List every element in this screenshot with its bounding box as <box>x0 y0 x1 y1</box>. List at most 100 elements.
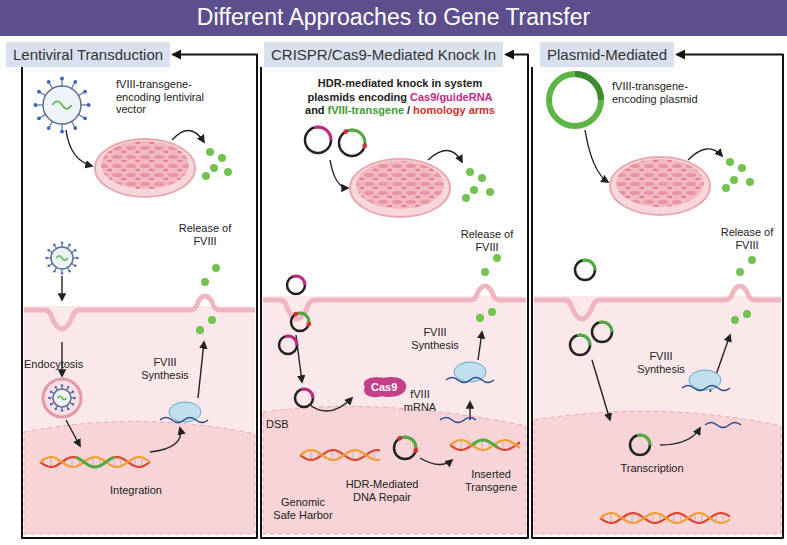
illustration-shape <box>51 457 52 467</box>
panel-frame-arrow <box>532 55 783 539</box>
illustration-shape <box>24 296 255 329</box>
illustration-shape <box>478 332 482 360</box>
illustration-shape <box>43 379 81 417</box>
colored-label: plasmids encoding <box>307 91 407 103</box>
illustration-shape <box>279 126 651 459</box>
diagram-label: Genomic Safe Harbor <box>270 496 336 521</box>
illustration-shape <box>55 408 57 410</box>
illustration-shape <box>374 450 375 459</box>
illustration-shape <box>343 129 348 134</box>
illustration-shape <box>48 397 50 399</box>
illustration-shape <box>300 450 380 460</box>
illustration-shape <box>488 308 496 316</box>
illustration-shape <box>356 161 444 209</box>
illustration-shape <box>66 420 80 446</box>
illustration-shape <box>311 450 312 460</box>
illustration-shape <box>208 316 216 324</box>
illustration-shape <box>534 296 781 534</box>
illustration-shape <box>461 440 462 450</box>
illustration-shape <box>78 115 84 118</box>
illustration-shape <box>150 428 181 452</box>
illustration-shape <box>478 174 486 182</box>
illustration-shape <box>297 311 311 322</box>
illustration-shape <box>600 513 730 523</box>
illustration-shape <box>37 116 41 120</box>
illustration-shape <box>73 397 75 399</box>
panel-header: Plasmid-Mediated <box>540 42 674 67</box>
diagram-label: HDR-mediated knock in system <box>280 77 520 90</box>
illustration-shape <box>397 436 402 441</box>
diagram-label: Release of FVIII <box>714 226 780 251</box>
illustration-shape <box>40 457 150 467</box>
header-text: Plasmid-Mediated <box>547 46 667 63</box>
illustration-shape <box>55 386 57 388</box>
illustration-shape <box>66 130 92 166</box>
illustration-shape <box>40 115 46 118</box>
colored-label: / <box>407 104 410 116</box>
illustration-shape <box>472 440 498 448</box>
illustration-shape <box>83 116 87 120</box>
illustration-shape <box>206 148 214 156</box>
illustration-shape <box>142 457 143 466</box>
illustration-shape <box>493 254 501 262</box>
illustration-shape <box>61 384 63 386</box>
illustration-shape <box>470 186 478 194</box>
illustration-shape <box>172 130 204 142</box>
illustration-shape <box>198 342 204 398</box>
colored-label: Cas9/guideRNA <box>410 91 493 103</box>
illustration-shape <box>279 74 651 459</box>
illustration-shape <box>40 440 730 523</box>
illustration-shape <box>743 310 751 318</box>
illustration-shape <box>300 450 380 460</box>
illustration-shape <box>50 403 52 405</box>
illustration-shape <box>47 80 51 84</box>
illustration-shape <box>653 513 654 523</box>
illustration-shape <box>61 241 63 243</box>
illustration-shape <box>674 513 675 522</box>
illustration-shape <box>660 428 700 445</box>
illustration-shape <box>575 74 601 100</box>
illustration-shape <box>73 126 77 130</box>
diagram-label: DSB <box>266 418 296 431</box>
illustration-shape <box>76 457 114 467</box>
illustration-shape <box>450 440 520 450</box>
illustration-shape <box>301 387 315 398</box>
illustration-shape <box>47 126 51 130</box>
illustration-shape <box>48 384 76 412</box>
colored-label-line: andfVIII-transgene/homology arms <box>280 104 520 117</box>
illustration-shape <box>362 144 367 149</box>
panel-header: Lentiviral Transduction <box>6 42 170 67</box>
colored-label: fVIII-transgene <box>328 104 404 116</box>
illustration-shape <box>585 130 608 182</box>
illustration-shape <box>61 409 63 411</box>
illustration-shape <box>726 158 734 166</box>
illustration-shape <box>53 270 55 272</box>
illustration-shape <box>610 157 710 215</box>
illustration-shape <box>196 326 204 334</box>
illustration-shape <box>212 264 220 272</box>
diagram-label: Release of FVIII <box>172 222 238 247</box>
colored-label-line: plasmids encodingCas9/guideRNA <box>280 91 520 104</box>
illustration-shape <box>736 268 744 276</box>
illustration-shape <box>73 80 77 84</box>
illustration-shape <box>688 149 722 160</box>
illustration-shape <box>61 272 63 274</box>
panel-frame-arrow <box>261 55 528 539</box>
illustration-shape <box>440 418 476 423</box>
illustration-shape <box>401 435 417 448</box>
diagram-label: fVIII-transgene-encoding lentiviral vect… <box>116 78 224 116</box>
illustration-shape <box>87 103 91 107</box>
illustration-shape <box>81 104 88 105</box>
diagram-label: Release of FVIII <box>454 228 520 253</box>
illustration-shape <box>49 121 52 127</box>
illustration-shape <box>723 513 724 523</box>
illustration-shape <box>446 378 494 383</box>
illustration-shape <box>69 270 71 272</box>
illustration-shape <box>74 265 76 267</box>
illustration-shape <box>450 440 520 450</box>
illustration-shape <box>45 257 47 259</box>
illustration-shape <box>306 322 311 327</box>
illustration-shape <box>748 256 756 264</box>
illustration-shape <box>160 418 208 423</box>
